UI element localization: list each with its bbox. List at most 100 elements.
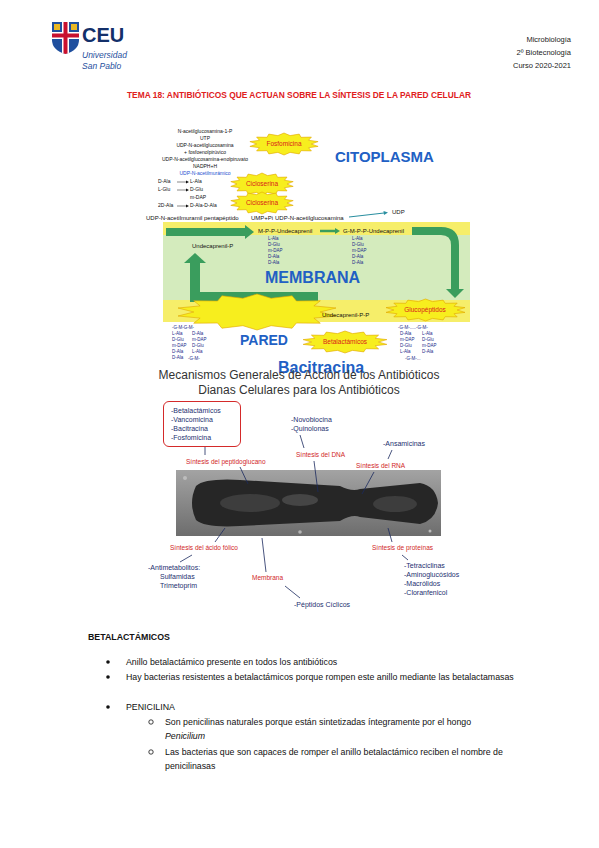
leader-line — [240, 467, 248, 484]
pathway-label: D-Ala — [352, 254, 363, 259]
target-label: Síntesis del RNA — [356, 462, 405, 469]
inhibitor-name: Cicloserina — [246, 180, 278, 188]
leader-line — [205, 447, 206, 455]
body-text: Penicilium — [165, 729, 205, 743]
inhibitor-burst: Betalactámicos — [302, 331, 388, 353]
bullet — [106, 705, 110, 709]
burst-outline — [303, 331, 387, 353]
pathway-label: D-Ala — [172, 349, 183, 354]
pathway-label: UDP-N-acetilmurámico — [179, 171, 230, 177]
pathway-label: D-Ala — [352, 260, 363, 265]
inhibitor-burst: Fosfomicina — [249, 133, 319, 155]
flow-arrow — [412, 231, 455, 289]
inhibitor-burst: Bacitracina — [176, 294, 338, 330]
header-logo-text: San Pablo — [82, 62, 121, 71]
pathway-label: UMP+Pi — [251, 215, 273, 222]
arrow-head — [335, 228, 340, 234]
body-text: PENICILINA — [126, 700, 175, 714]
shield-cross — [52, 34, 79, 38]
region-label: CITOPLASMA — [335, 149, 434, 164]
antibiotic-name: -Fosfomicina — [171, 433, 233, 442]
antibiotic-name: -Betalactámicos — [171, 406, 233, 415]
antibiotic-name: -Vancomicina — [171, 415, 233, 424]
pathway-label: L-Ala — [268, 236, 279, 241]
header-logo-text: CEU — [82, 25, 124, 45]
pathway-label: UDP-N-acetilglucosamina — [275, 215, 344, 222]
leader-lines — [180, 435, 408, 598]
shield-quarter — [54, 24, 60, 30]
pathway-label: m-DAP — [400, 337, 415, 342]
target-label: Membrana — [252, 574, 283, 581]
flow-arrow — [166, 228, 246, 236]
target-label: Síntesis del peptidoglucano — [186, 458, 266, 465]
pathway-label: D-Ala — [268, 260, 279, 265]
pathway-label: UDP — [392, 209, 405, 216]
pathway-label: NADPH+H — [193, 164, 217, 170]
pathway-label: -G-M-... — [405, 356, 421, 361]
leader-line — [262, 538, 266, 572]
pathway-label: + fosfoenolpirúvico — [184, 150, 226, 156]
figure-heading: Mecanismos Generales de Acción de los An… — [159, 369, 440, 383]
pathway-label: UTP — [200, 136, 210, 142]
burst-outline — [250, 133, 318, 155]
pathway-label: D-Glu — [192, 343, 204, 348]
body-text: Hay bacterias resistentes a betalactámic… — [126, 670, 518, 684]
nucleoid — [373, 496, 417, 512]
antibiotic-name: -Bacitracina — [171, 424, 233, 433]
leader-line — [362, 472, 374, 494]
pathway-label: m-DAP — [172, 343, 187, 348]
arrow-head — [186, 181, 189, 208]
antibiotic-label: -Cloranfenicol — [404, 589, 447, 597]
pathway-label: N-acetilglucosamina-1-P — [178, 129, 232, 135]
pathway-label: L-Ala — [400, 349, 411, 354]
shield-quarter — [71, 24, 77, 30]
leader-line — [388, 528, 392, 542]
pathway-label: D-Glu — [172, 337, 184, 342]
pathway-label: D-Ala — [268, 254, 279, 259]
micrograph — [176, 470, 441, 536]
antibiotic-label: -Péptidos Cíclicos — [294, 601, 350, 609]
target-label: Síntesis del ácido fólico — [170, 544, 238, 551]
pathway-label: D-Glu — [268, 242, 280, 247]
arrow-head — [446, 289, 464, 298]
leader-line — [388, 450, 392, 459]
pathway-label: m-DAP — [352, 248, 367, 253]
region-label: MEMBRANA — [265, 270, 360, 286]
target-label: Síntesis de proteínas — [372, 544, 433, 551]
pathway-label: L-Ala — [422, 331, 433, 336]
pathway-label: D-Ala — [400, 331, 411, 336]
sub-bullet — [149, 720, 153, 724]
pathway-label: UDP-N-acetilglucosamina — [176, 143, 233, 149]
pathway-label: G-M-P-P-Undecaprenil — [343, 228, 404, 235]
bullet — [106, 675, 110, 679]
header-course-text: Microbiología — [526, 36, 571, 44]
bullet — [106, 660, 110, 664]
sub-bullet — [149, 750, 153, 754]
leader-line — [215, 528, 225, 542]
reaction-arrow — [177, 182, 186, 206]
pathway-label: D-Glu — [190, 187, 203, 193]
burst-outline — [231, 192, 293, 214]
section-heading: BETALACTÁMICOS — [88, 630, 170, 644]
pathway-label: m-DAP — [422, 343, 437, 348]
pathway-label: D-Ala — [172, 355, 183, 360]
pathway-label: Undecaprenil-P-P — [322, 312, 369, 319]
pathway-label: L-Ala — [352, 236, 363, 241]
speck — [429, 530, 432, 533]
pathway-label: L-Ala — [190, 179, 202, 185]
pathway-label: M-P-P-Undecaprenil — [258, 228, 312, 235]
header-course-text: Curso 2020-2021 — [513, 62, 571, 70]
inhibitor-name: Glucopéptidos — [404, 306, 446, 314]
pathway-label: L-Glu — [158, 187, 170, 193]
antibiotic-label: -Novobiocina — [291, 416, 332, 424]
pathway-label: 2D-Ala — [158, 203, 173, 209]
arrow-head — [384, 211, 389, 215]
header-logo-text: Universidad — [82, 51, 127, 60]
antibiotic-label: -Macrólidos — [404, 580, 440, 588]
antibiotic-label: Sulfamidas — [160, 573, 195, 581]
pathway-label: D-Ala — [192, 331, 203, 336]
speck — [183, 476, 187, 480]
antibiotic-label: -Tetraciclinas — [404, 562, 445, 570]
